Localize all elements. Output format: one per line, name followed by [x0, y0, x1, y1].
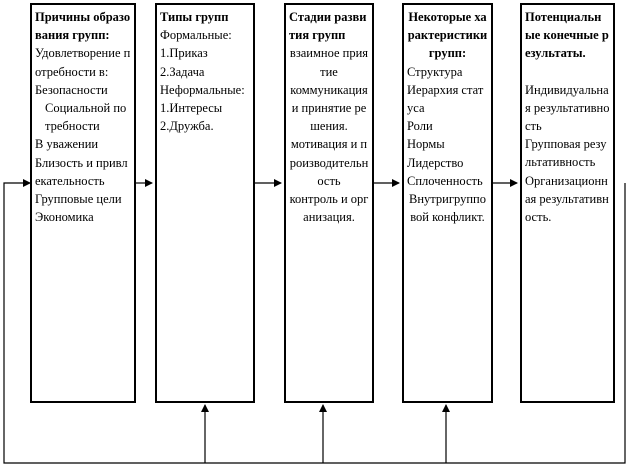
box-stages-title: Стадии развития групп: [289, 10, 367, 43]
feedback-loop-line: [3, 179, 626, 464]
box-results-line: Индивидуальная результативность: [525, 82, 610, 134]
box-characteristics-line: Нормы: [407, 137, 445, 152]
box-reasons-line: Экономика: [35, 210, 94, 225]
box-stages-line: мотивация и производительность: [289, 137, 369, 188]
box-stages: Стадии развития групп взаимное приятие к…: [284, 3, 374, 403]
box-reasons-title: Причины образования групп:: [35, 10, 131, 43]
box-stages-line: коммуникация и принятие решения.: [290, 82, 368, 134]
box-results-title: Потенциальные конечные результаты.: [525, 10, 609, 61]
box-characteristics-line: Роли: [407, 119, 433, 134]
box-results-line: Организационная результативность.: [525, 173, 609, 225]
box-types-line: Формальные:: [160, 28, 232, 43]
box-types-line: 1.Интересы: [160, 101, 223, 116]
box-characteristics-line: Иерархия статуса: [407, 82, 484, 116]
box-characteristics: Некоторые характеристики групп: Структур…: [402, 3, 493, 403]
box-characteristics-title: Некоторые характеристики групп:: [407, 10, 488, 61]
box-types-line: 1.Приказ: [160, 46, 208, 61]
box-reasons-line: Социальной потребности: [45, 101, 127, 134]
box-results: Потенциальные конечные результаты. Индив…: [520, 3, 615, 403]
box-reasons-line: Близость и привлекательность: [35, 155, 128, 188]
box-characteristics-line: Сплоченность: [407, 173, 483, 188]
box-characteristics-line: Внутригрупповой конфликт.: [409, 192, 486, 225]
box-reasons: Причины образования групп: Удовлетворени…: [30, 3, 136, 403]
spacer: [525, 63, 610, 81]
box-types-line: 2.Задача: [160, 64, 205, 79]
box-characteristics-line: Лидерство: [407, 155, 464, 170]
box-reasons-line: Удовлетворение потребности в:: [35, 46, 131, 79]
box-stages-line: контроль и организация.: [289, 192, 369, 225]
box-reasons-line: В уважении: [35, 137, 99, 152]
box-types-title: Типы групп: [160, 10, 229, 24]
box-types: Типы групп Формальные: 1.Приказ 2.Задача…: [155, 3, 255, 403]
box-reasons-line: Безопасности: [35, 82, 108, 97]
box-characteristics-line: Структура: [407, 64, 463, 79]
box-types-line: 2.Дружба.: [160, 119, 214, 134]
box-results-line: Групповая результативность: [525, 137, 607, 170]
box-reasons-line: Групповые цели: [35, 192, 122, 207]
box-types-line: Неформальные:: [160, 82, 245, 97]
box-stages-line: взаимное приятие: [289, 46, 369, 79]
